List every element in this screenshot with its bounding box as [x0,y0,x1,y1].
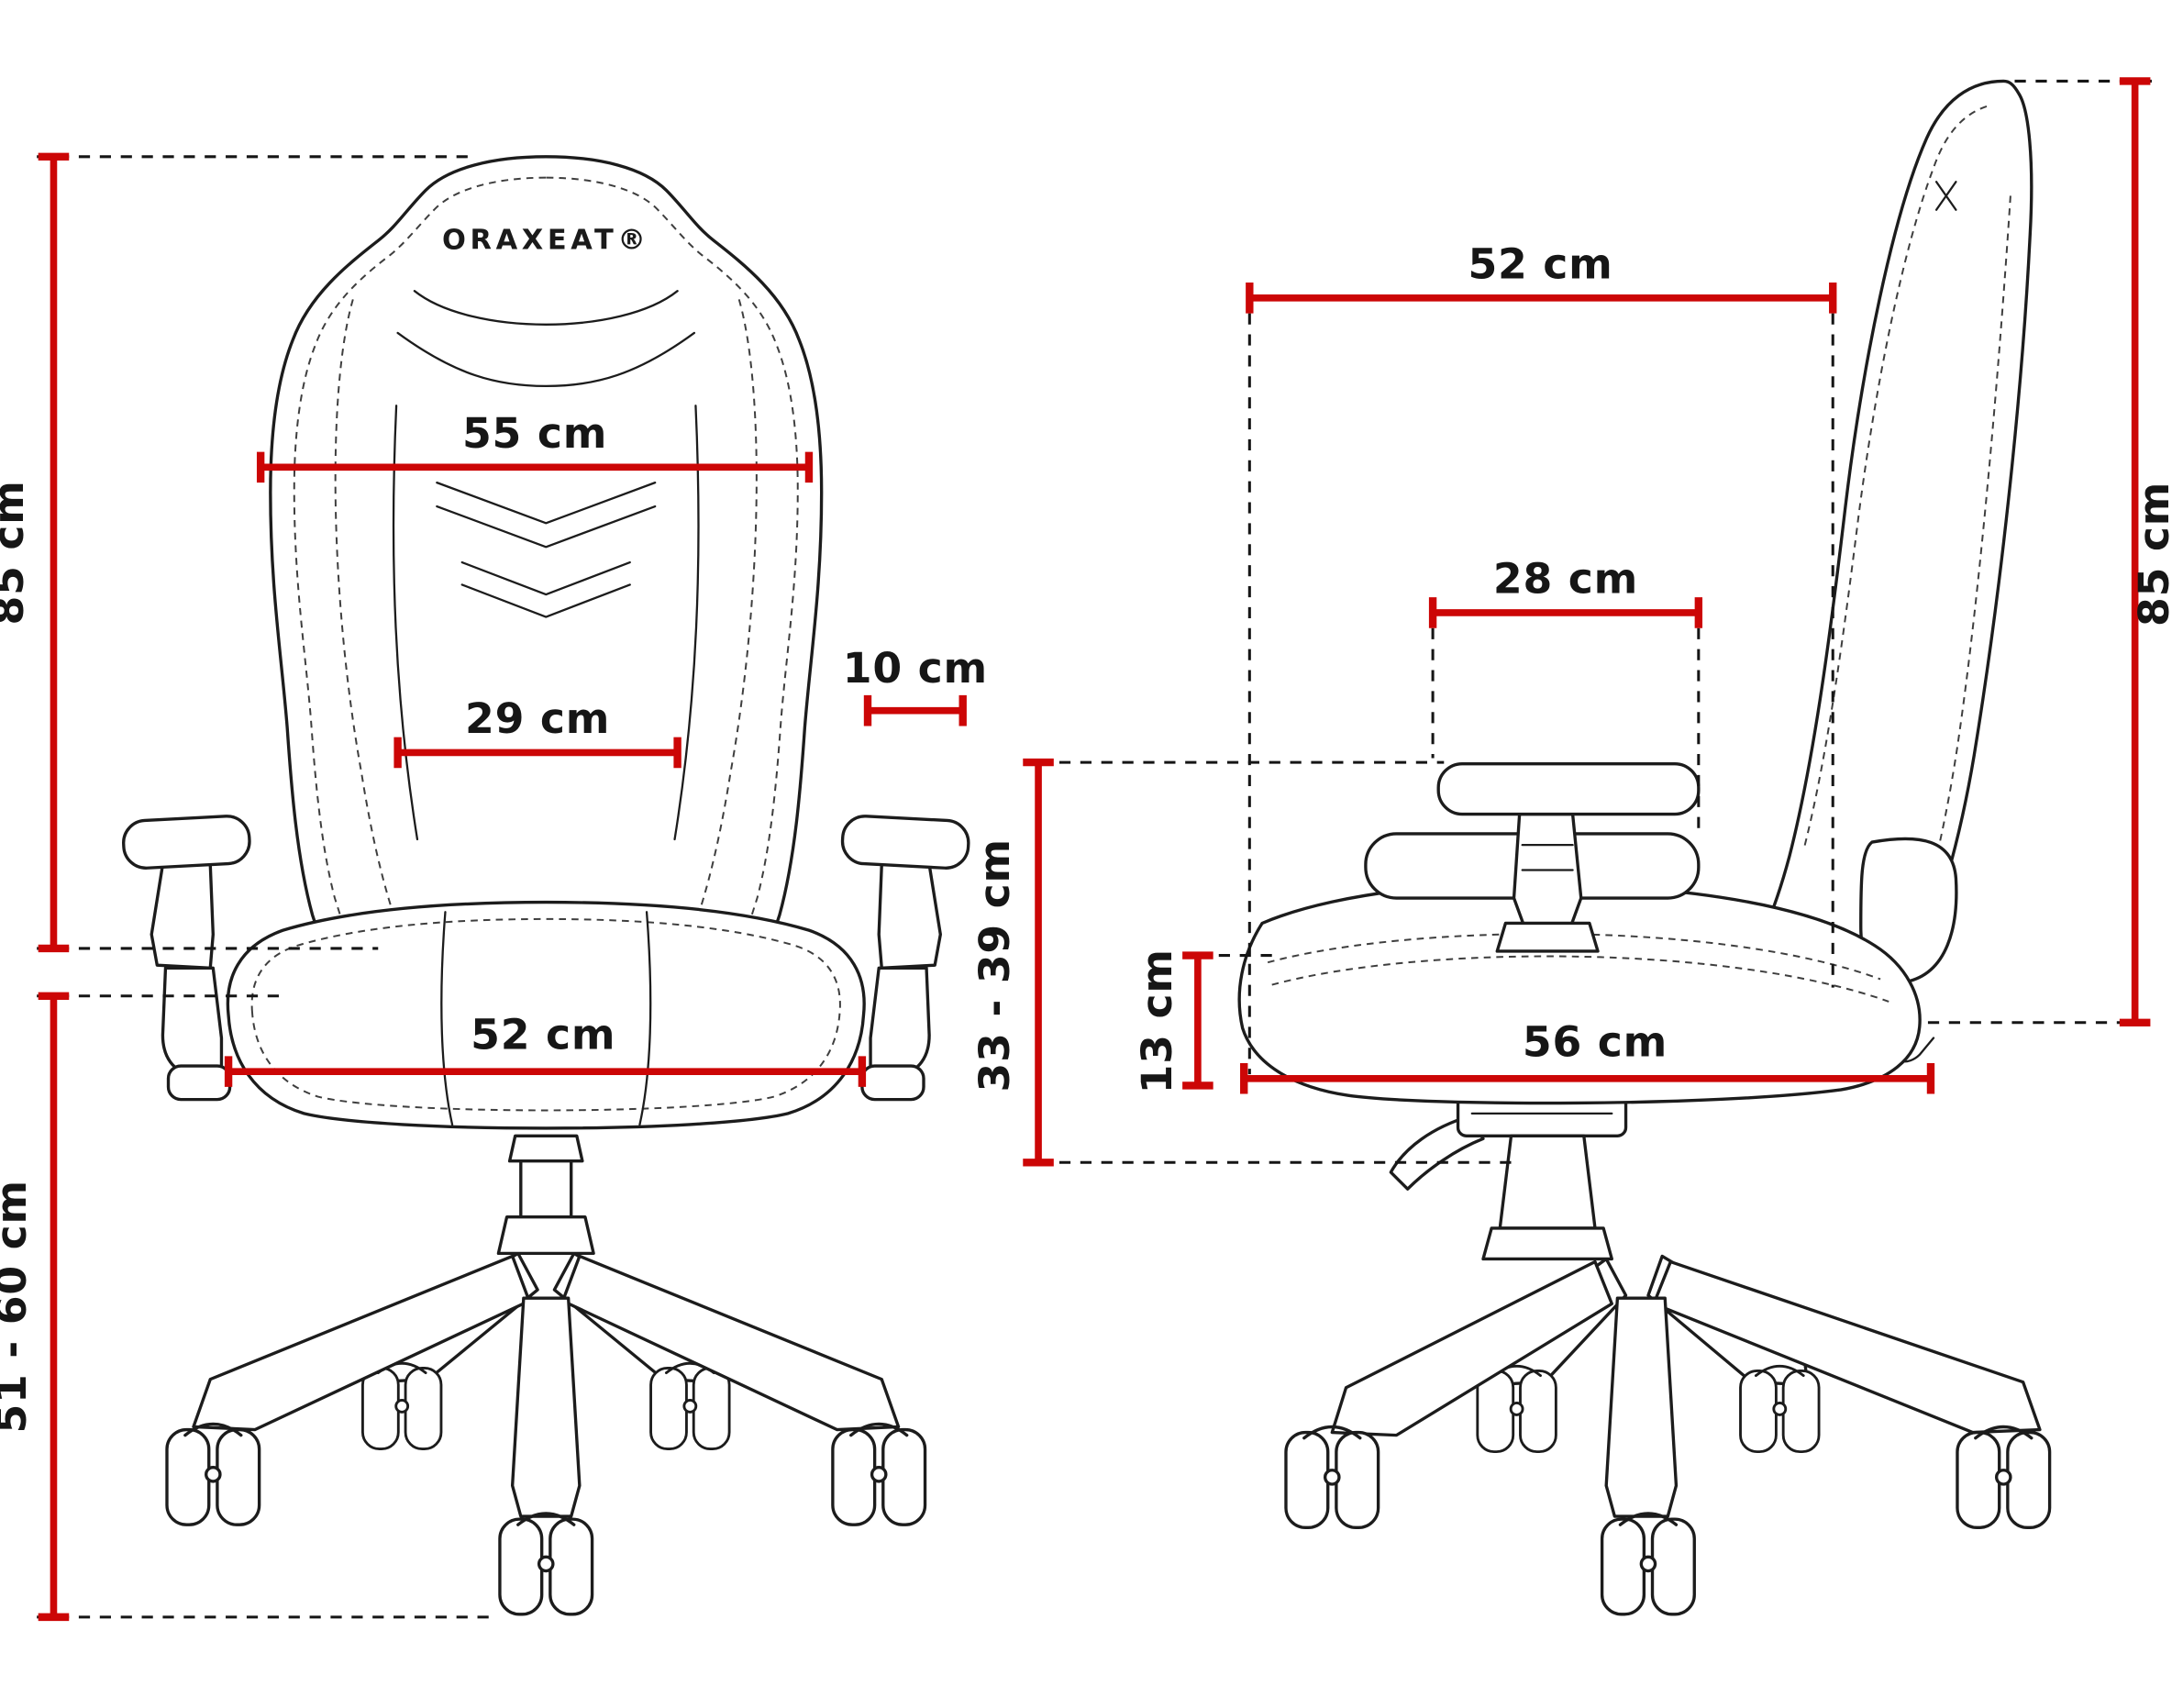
front-backrest: ORAXEAT® [269,155,824,956]
front-view-drawing: ORAXEAT® [122,155,970,1616]
dimension-annotations: 85 cm 55 cm 29 cm 10 cm 52 c [0,77,2178,1622]
gas-lift-cover [496,1215,595,1256]
recline-side-cover [1859,837,1958,984]
gas-lift-collar [1481,1226,1613,1261]
dim-label-side-seat-depth: 56 cm [1523,1017,1668,1066]
gas-lift-shaft [519,1159,573,1219]
dim-label-side-backrest-top-width: 52 cm [1468,239,1612,288]
dim-side-armrest-length: 28 cm [1428,555,1703,828]
armrest-pad [840,815,970,870]
brand-mark-icon [1934,181,1957,211]
caster-front [1600,1512,1696,1616]
dim-label-front-backrest-width: 55 cm [462,409,607,458]
dim-front-seat-height-range: 51 - 60 cm [0,992,493,1622]
dim-front-seat-width: 52 cm [224,1011,867,1087]
dim-front-backrest-height: 85 cm [0,152,473,953]
armrest-pad-near [1436,761,1701,816]
armrest-support [1512,812,1583,931]
dim-side-seat-depth: 56 cm [1240,1017,1935,1094]
side-base [1284,1092,2052,1616]
side-view-drawing [1237,79,2052,1616]
front-left-armrest [122,815,251,1102]
dim-label-side-armrest-length: 28 cm [1493,555,1638,604]
armrest-pad [122,815,251,870]
dim-side-seat-thickness: 13 cm [1133,948,1274,1093]
caster-right [831,1422,927,1526]
gas-lift-collar [507,1134,584,1163]
brand-logo: ORAXEAT® [442,224,649,256]
caster-front [498,1512,594,1616]
dim-label-front-backrest-height: 85 cm [0,480,33,625]
side-armrest [1364,761,1701,953]
dim-label-front-lumbar-width: 29 cm [465,694,610,743]
dim-label-front-seat-width: 52 cm [471,1011,615,1059]
caster-left [165,1422,261,1526]
dim-side-backrest-height: 85 cm [1927,77,2178,1026]
dim-label-side-backrest-height: 85 cm [2130,482,2178,627]
dim-label-side-armrest-height-range: 33 - 39 cm [970,838,1019,1092]
dim-front-armrest-width: 10 cm [843,644,988,726]
dim-front-lumbar-width: 29 cm [393,694,681,769]
caster-right [1956,1425,2052,1529]
side-backrest [1730,79,2033,1063]
gas-lift-shaft [1498,1134,1597,1230]
dim-front-backrest-width: 55 cm [256,409,814,483]
caster-left [1284,1425,1380,1529]
dim-side-backrest-top-width: 52 cm [1246,239,1837,1075]
dim-label-front-seat-height-range: 51 - 60 cm [0,1180,36,1433]
dim-label-side-seat-thickness: 13 cm [1133,948,1181,1093]
dim-label-front-armrest-width: 10 cm [843,644,988,693]
dim-side-armrest-height-range: 33 - 39 cm [970,758,1520,1167]
front-base [165,1134,927,1616]
front-right-armrest [840,815,970,1102]
